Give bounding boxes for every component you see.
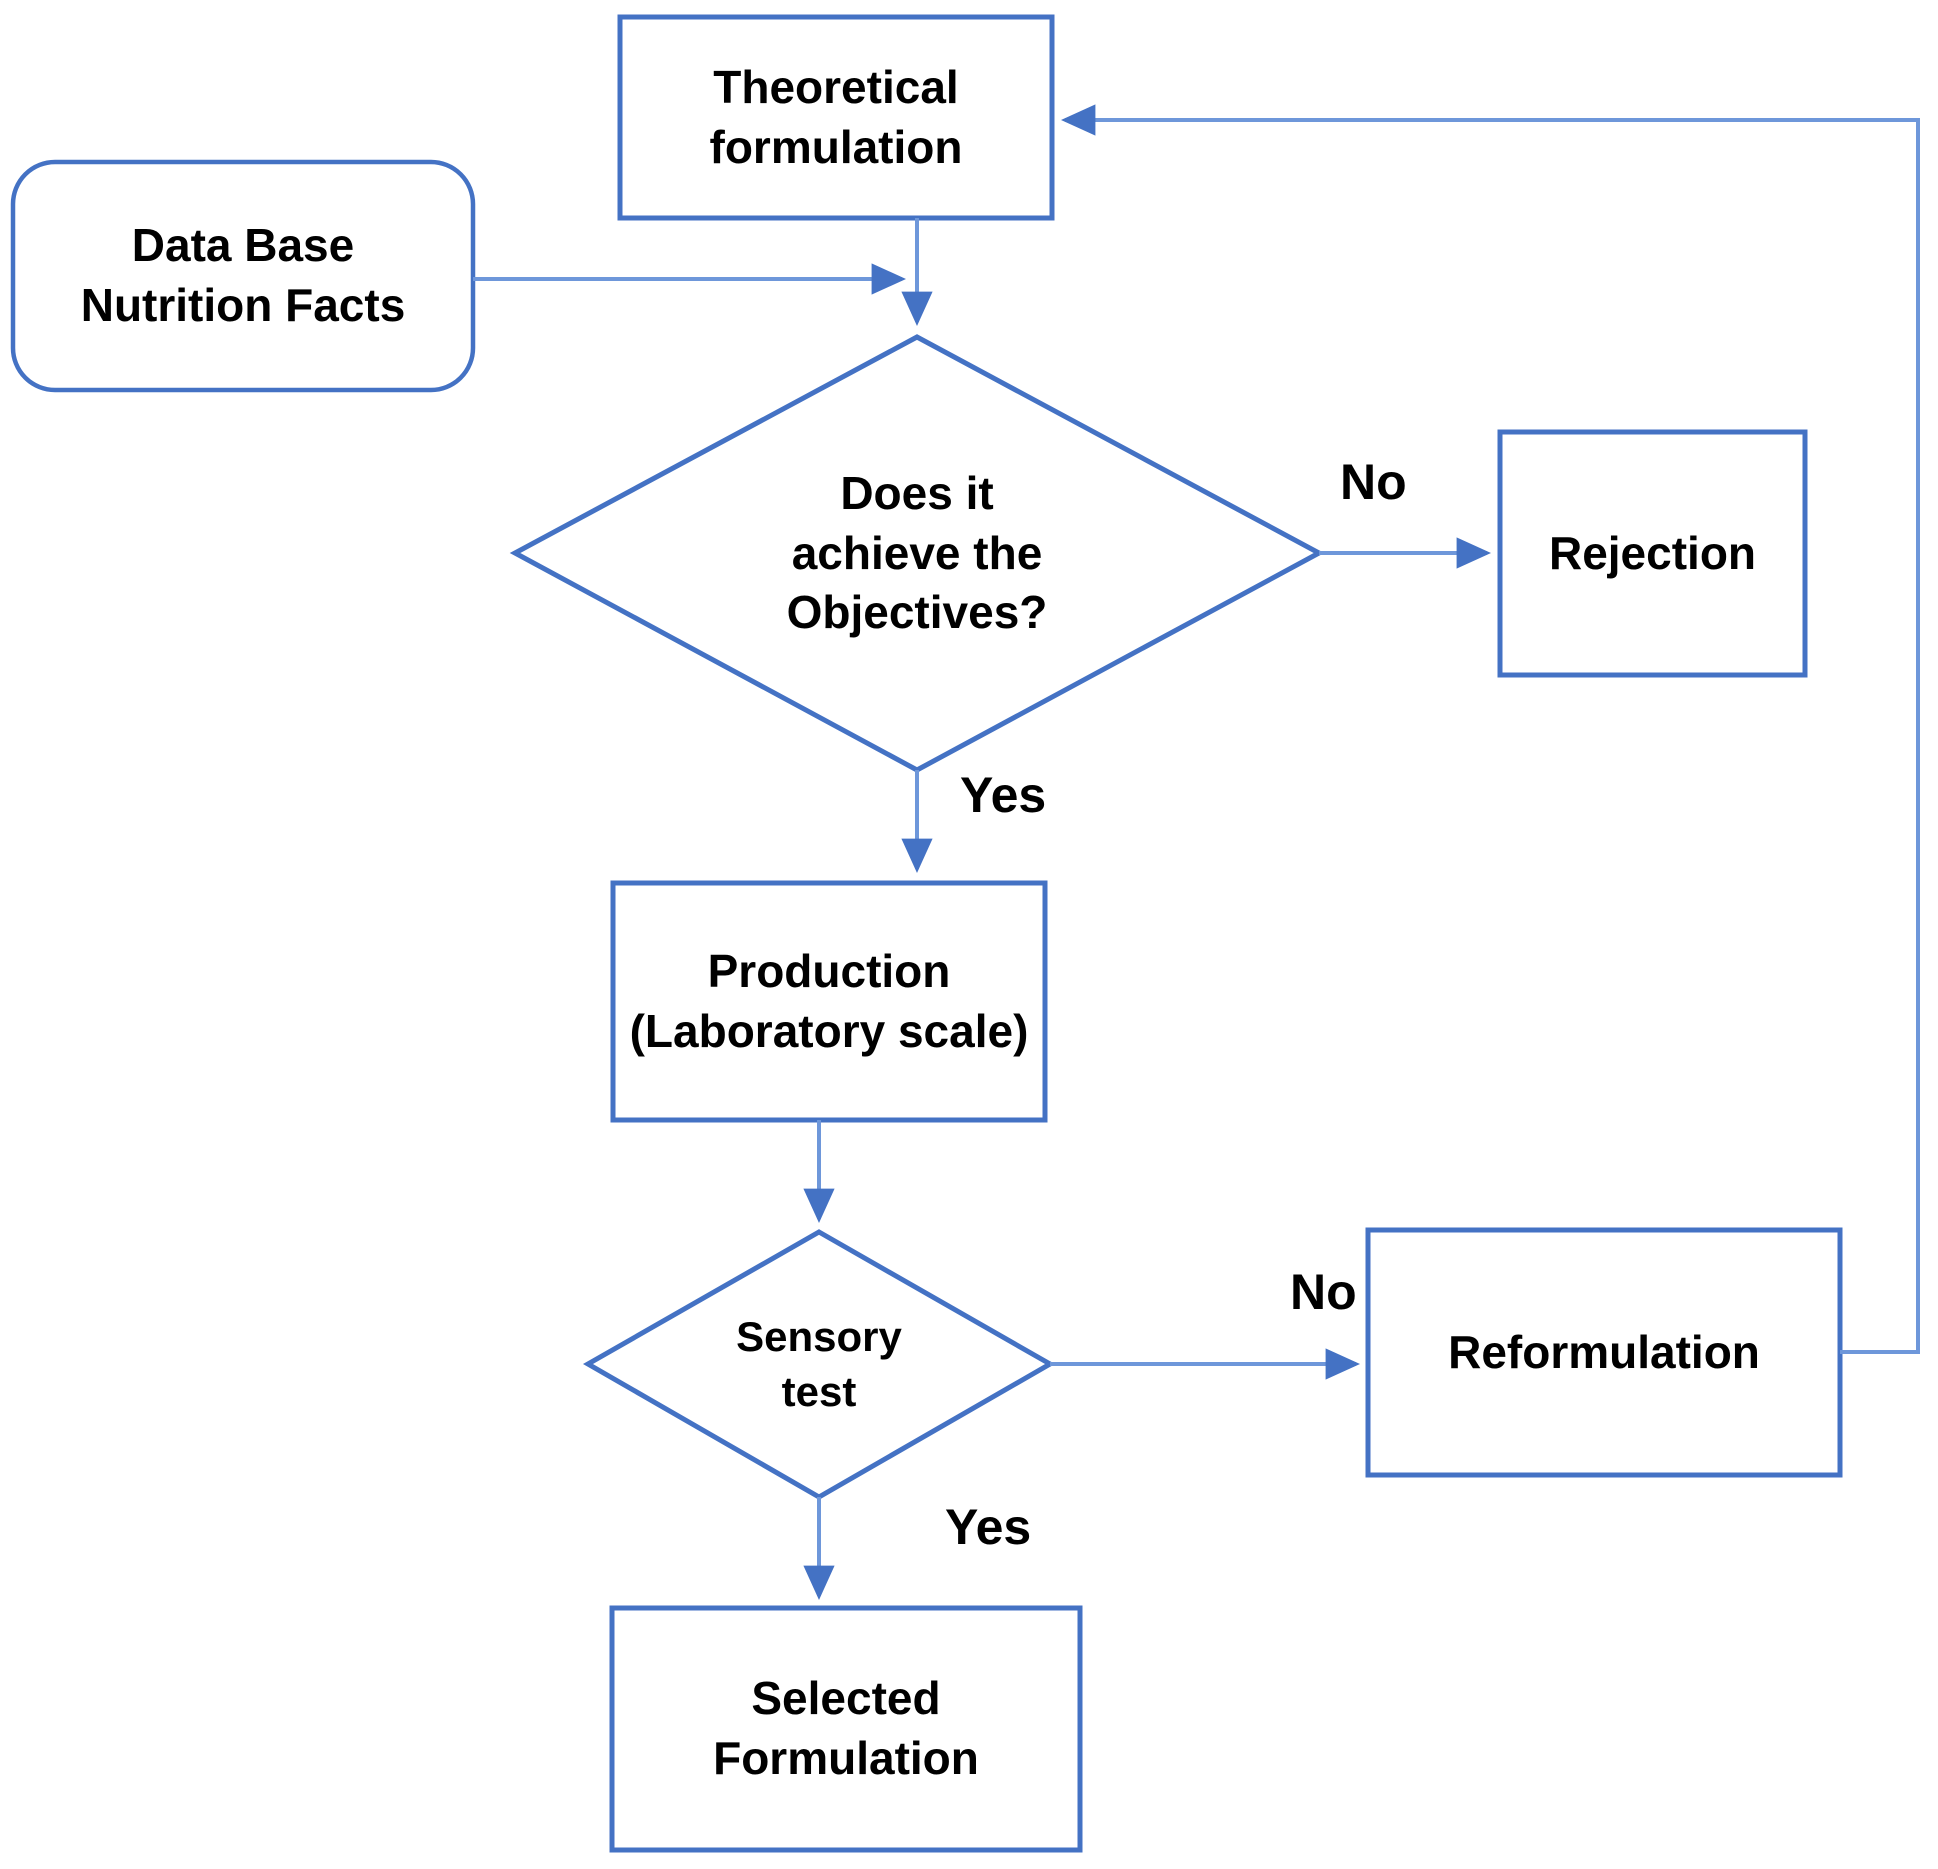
- edge-label-yes-sensory: Yes: [945, 1499, 1032, 1555]
- edge-label-yes-objectives: Yes: [960, 767, 1047, 823]
- node-reformulation[interactable]: [1365, 1227, 1843, 1478]
- node-theoretical-formulation[interactable]: [617, 14, 1055, 221]
- node-data-base-nutrition-facts[interactable]: [10, 159, 476, 393]
- edge-label-no-objectives: No: [1340, 454, 1407, 510]
- node-sensory-test[interactable]: [582, 1229, 1056, 1500]
- edge-label-no-sensory: No: [1290, 1264, 1357, 1320]
- node-rejection[interactable]: [1497, 429, 1808, 678]
- node-production-laboratory-scale[interactable]: [610, 880, 1048, 1123]
- edge-reformulation-feedback-to-theoretical: [1060, 104, 1920, 1354]
- node-does-it-achieve-the-objectives[interactable]: [509, 334, 1325, 773]
- node-selected-formulation[interactable]: [609, 1605, 1083, 1853]
